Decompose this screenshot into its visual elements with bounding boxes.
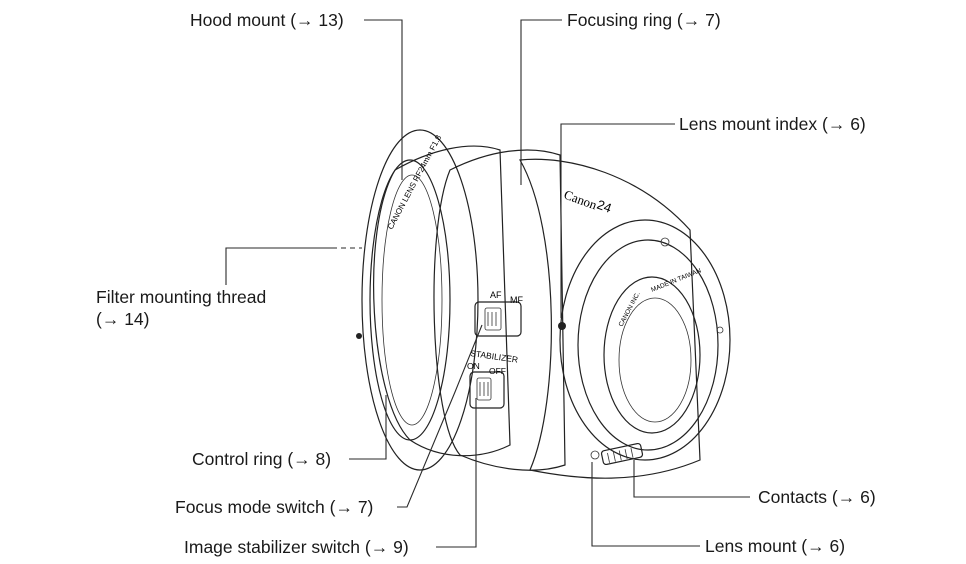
- leader-stabilizer-switch: [436, 398, 477, 548]
- leader-contacts: [633, 460, 750, 498]
- af-mf-switch: [474, 301, 522, 337]
- leader-focus-mode-switch: [397, 324, 483, 508]
- focal-marking: 24: [595, 197, 614, 216]
- label-focus-mode-switch: Focus mode switch (→ 7): [175, 497, 374, 517]
- label-hood-mount: Hood mount (→ 13): [190, 10, 344, 30]
- brand-marking: Canon: [562, 187, 599, 213]
- leader-lines: [225, 19, 750, 548]
- label-image-stabilizer-switch: Image stabilizer switch (→ 9): [184, 537, 409, 557]
- made-in-marking: MADE IN TAIWAN: [650, 267, 702, 294]
- focusing-ring-body: [433, 149, 566, 471]
- mf-marking: MF: [510, 295, 523, 305]
- leader-hood-mount: [364, 19, 403, 180]
- stabilizer-switch: [469, 371, 505, 409]
- lens-body: [356, 129, 731, 479]
- lens-barrel: [519, 158, 701, 479]
- leader-focusing-ring: [520, 19, 562, 185]
- af-marking: AF: [490, 290, 502, 300]
- label-control-ring: Control ring (→ 8): [192, 449, 332, 469]
- leader-control-ring: [349, 395, 387, 460]
- label-lens-mount: Lens mount (→ 6): [705, 536, 846, 556]
- leader-filter-thread: [225, 247, 332, 285]
- label-focusing-ring: Focusing ring (→ 7): [567, 10, 721, 30]
- leader-lens-mount-index: [560, 123, 675, 318]
- control-ring-body: [373, 145, 511, 457]
- contacts-block: [600, 442, 644, 466]
- off-marking: OFF: [489, 366, 506, 376]
- leader-lens-mount: [591, 462, 700, 547]
- hood-mount-rim: [361, 129, 479, 471]
- label-filter-thread-line2: (→ 14): [96, 309, 150, 329]
- mount-index-dot: [558, 322, 566, 330]
- rear-element: [603, 276, 701, 434]
- mount-face: [559, 219, 731, 461]
- label-contacts: Contacts (→ 6): [758, 487, 876, 507]
- label-lens-mount-index: Lens mount index (→ 6): [679, 114, 866, 134]
- mount-maker-marking: CANON INC.: [618, 291, 642, 328]
- on-marking: ON: [467, 361, 480, 371]
- label-filter-thread-line1: Filter mounting thread: [96, 287, 267, 307]
